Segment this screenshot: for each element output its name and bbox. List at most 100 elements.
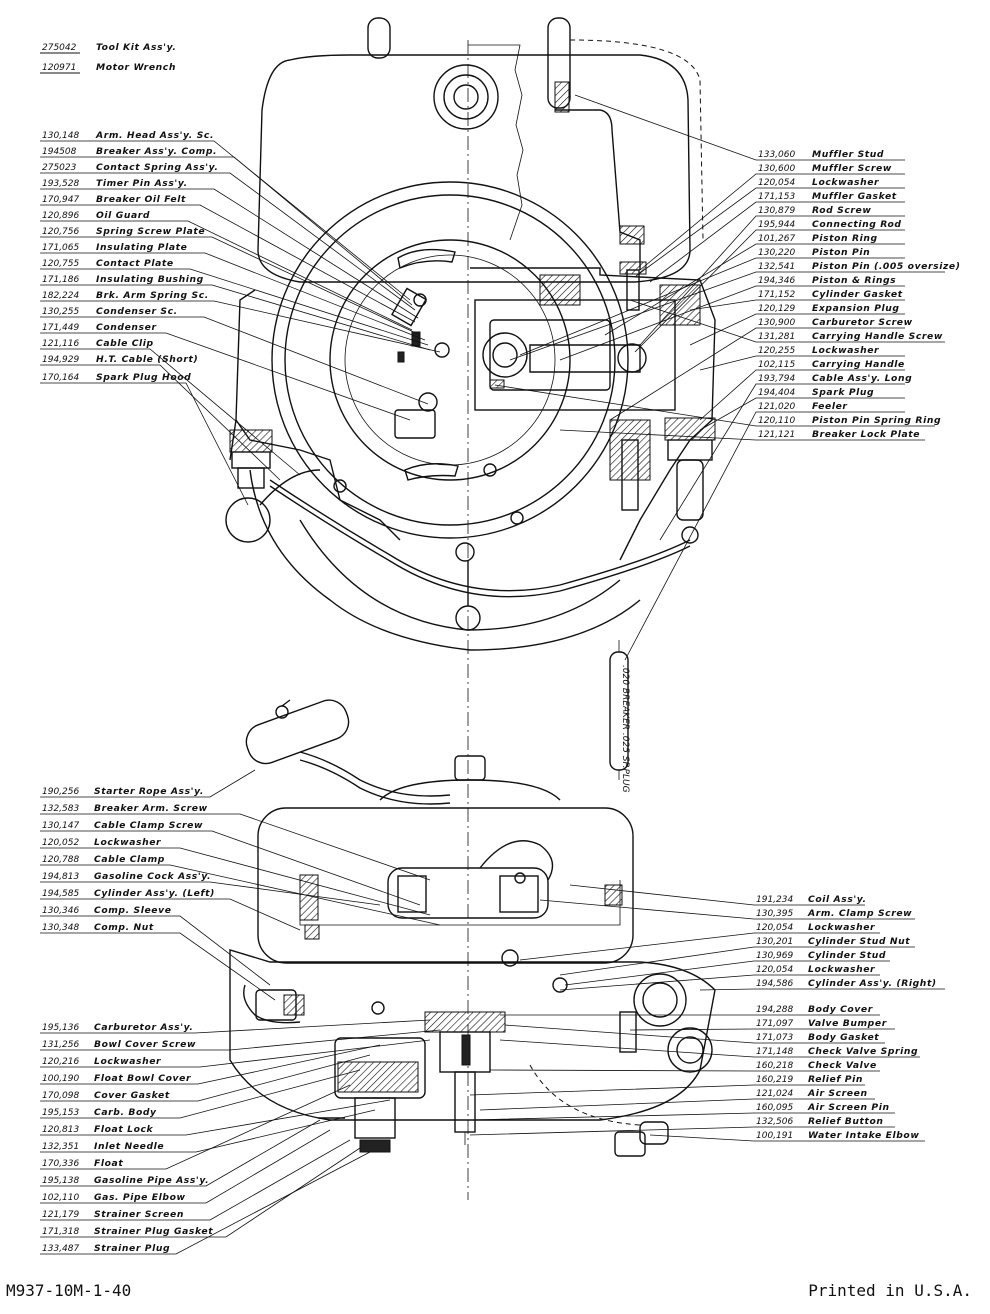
callout-part-number: 160,219 (756, 1075, 793, 1085)
callout-part-number: 170,947 (42, 195, 79, 205)
flywheel-housing (271, 181, 629, 539)
callout-label: Check Valve (808, 1060, 877, 1071)
callout-label: Comp. Sleeve (94, 905, 172, 916)
callout-label: Check Valve Spring (808, 1046, 918, 1057)
callout-label: Float Bowl Cover (94, 1073, 191, 1084)
callout-label: Body Cover (808, 1004, 873, 1015)
callout-label: Timer Pin Ass'y. (96, 178, 188, 189)
callout-label: Lockwasher (808, 922, 875, 933)
callout-part-number: 121,116 (42, 339, 79, 349)
spark-plug-right (664, 417, 716, 544)
callout-part-number: 120,756 (42, 227, 79, 237)
callout-part-number: 193,794 (758, 374, 795, 384)
callout-label: Gasoline Cock Ass'y. (94, 871, 211, 882)
callout-part-number: 275023 (42, 163, 77, 173)
callout-label: Strainer Screen (94, 1209, 184, 1220)
callout-part-number: 171,148 (756, 1047, 793, 1057)
callout-label: Arm. Head Ass'y. Sc. (95, 130, 214, 141)
callout-part-number: 130,147 (42, 821, 79, 831)
callout-label: Float (94, 1158, 123, 1169)
crankcase-right-cutaway (470, 261, 716, 561)
callout-label: Cylinder Gasket (812, 289, 903, 300)
callout-label: Cylinder Ass'y. (Left) (94, 888, 215, 899)
callout-part-number: 130,346 (42, 906, 79, 916)
callout-label: Valve Bumper (808, 1018, 887, 1029)
callout-part-number: 195,153 (42, 1108, 79, 1118)
callout-part-number: 120971 (42, 63, 76, 73)
callout-label: Tool Kit Ass'y. (96, 42, 176, 53)
callout-part-number: 130,879 (758, 206, 795, 216)
callout-part-number: 121,020 (758, 402, 795, 412)
callout-part-number: 120,813 (42, 1125, 79, 1135)
callout-label: Cable Clip (96, 338, 154, 349)
callout-part-number: 194,585 (42, 889, 79, 899)
callout-part-number: 120,110 (758, 416, 795, 426)
valve-body (424, 1011, 506, 1145)
callout-part-number: 193,528 (42, 179, 79, 189)
callout-part-number: 120,755 (42, 259, 79, 269)
callout-part-number: 130,255 (42, 307, 79, 317)
callout-part-number: 132,351 (42, 1142, 79, 1152)
callout-part-number: 121,121 (758, 430, 795, 440)
callout-part-number: 130,201 (756, 937, 793, 947)
callout-label: Brk. Arm Spring Sc. (96, 290, 209, 301)
callout-label: Muffler Gasket (812, 191, 897, 202)
callout-part-number: 120,052 (42, 838, 79, 848)
callout-label: Gasoline Pipe Ass'y. (94, 1175, 209, 1186)
callout-part-number: 132,506 (756, 1117, 793, 1127)
callout-part-number: 100,190 (42, 1074, 79, 1084)
callout-part-number: 102,110 (42, 1193, 79, 1203)
callout-label: Cover Gasket (94, 1090, 170, 1101)
callout-part-number: 130,900 (758, 318, 795, 328)
callout-label: Carburetor Ass'y. (94, 1022, 193, 1033)
callout-label: Lockwasher (812, 345, 879, 356)
callout-part-number: 132,583 (42, 804, 79, 814)
callout-part-number: 171,073 (756, 1033, 793, 1043)
callout-part-number: 170,336 (42, 1159, 79, 1169)
callout-label: Relief Pin (808, 1074, 863, 1085)
callout-label: Comp. Nut (94, 922, 154, 933)
callout-label: Condenser Sc. (96, 306, 178, 317)
callout-part-number: 120,054 (756, 965, 793, 975)
callout-part-number: 130,395 (756, 909, 793, 919)
callout-part-number: 121,024 (756, 1089, 793, 1099)
spark-plug-left (225, 429, 321, 543)
callout-label: Lockwasher (94, 837, 161, 848)
callout-label: Lockwasher (94, 1056, 161, 1067)
callout-label: Cylinder Stud (808, 950, 886, 961)
callout-part-number: 171,186 (42, 275, 79, 285)
callout-label: Carrying Handle (812, 359, 905, 370)
callout-part-number: 160,095 (756, 1103, 793, 1113)
callout-part-number: 133,487 (42, 1244, 79, 1254)
callout-part-number: 195,944 (758, 220, 795, 230)
callout-label: Piston Ring (812, 233, 878, 244)
filler-cap (433, 64, 499, 130)
callout-part-number: 194508 (42, 147, 77, 157)
callout-part-number: 160,218 (756, 1061, 793, 1071)
callout-part-number: 194,346 (758, 276, 795, 286)
top-motor-view (225, 17, 716, 1200)
callout-part-number: 195,136 (42, 1023, 79, 1033)
callout-label: Breaker Arm. Screw (94, 803, 208, 814)
callout-label: Breaker Lock Plate (812, 429, 920, 440)
callout-label: Condenser (96, 322, 157, 333)
callout-label: Water Intake Elbow (808, 1130, 919, 1141)
callout-part-number: 171,449 (42, 323, 79, 333)
callout-label: Carburetor Screw (812, 317, 913, 328)
callouts-top-left: 275042 Tool Kit Ass'y. 120971 Motor Wren… (40, 42, 441, 506)
callout-part-number: 171,065 (42, 243, 79, 253)
callout-part-number: 182,224 (42, 291, 79, 301)
callout-label: Oil Guard (96, 210, 150, 221)
callout-label: Relief Button (808, 1116, 884, 1127)
callouts-bottom-right: 191,234 Coil Ass'y. 130,395 Arm. Clamp S… (469, 884, 945, 1142)
callout-part-number: 101,267 (758, 234, 795, 244)
callout-label: Breaker Ass'y. Comp. (96, 146, 217, 157)
callout-part-number: 100,191 (756, 1131, 793, 1141)
callouts-bottom-left: 190,256 Starter Rope Ass'y. 132,583 Brea… (40, 769, 441, 1255)
callout-part-number: 120,216 (42, 1057, 79, 1067)
callout-label: Strainer Plug Gasket (94, 1226, 213, 1237)
callout-label: Inlet Needle (94, 1141, 164, 1152)
callout-part-number: 170,098 (42, 1091, 79, 1101)
callout-part-number: 194,404 (758, 388, 795, 398)
